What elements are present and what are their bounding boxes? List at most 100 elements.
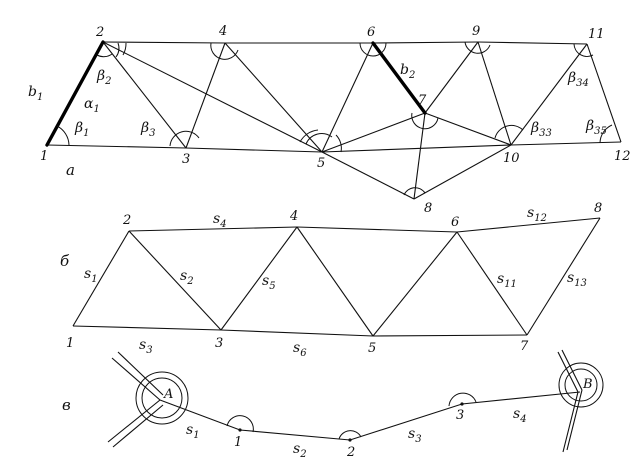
station-b-circle-inner: [564, 368, 598, 402]
edge-7-8: [413, 112, 426, 200]
side-6-7: [456, 231, 528, 336]
angle-arc-5b: [305, 133, 333, 145]
angle-arc-8: [403, 187, 426, 196]
panel-a-triangulation-chain: 1 2 3 4 5 6 7 8 9 10 11 12 b1 α1 β1 β2 β…: [28, 24, 631, 216]
side-6-8: [456, 217, 601, 233]
point-label-b-6: 6: [451, 215, 459, 230]
edge-4-5: [224, 42, 323, 153]
edge-7-10: [424, 112, 512, 146]
side-label-s12: s12: [527, 205, 547, 224]
orientation-line-a-upper: [111, 357, 161, 401]
side-4-5: [296, 226, 374, 337]
orientation-line-b-3: [562, 391, 579, 453]
side-3-5: [220, 329, 374, 337]
side-label-s11: s11: [497, 271, 517, 290]
edge-7-9: [424, 41, 479, 114]
orientation-line-a-lower2: [112, 404, 164, 448]
traverse-angle-2: [338, 430, 362, 440]
panel-b-triangle-chain: 1 2 3 4 5 6 7 8 s1 s2 s3 s4 s5 s6 s11 s1…: [60, 201, 602, 359]
traverse-label-3: 3: [456, 408, 464, 423]
edge-1-3: [46, 144, 187, 149]
angle-arc-2a: [96, 53, 113, 58]
point-label-b-3: 3: [215, 336, 223, 351]
angle-arc-5c: [335, 134, 342, 153]
station-label-a: A: [163, 387, 173, 402]
station-a-circle-inner: [141, 377, 183, 419]
edge-2-3: [102, 41, 187, 149]
side-label-s4: s4: [213, 211, 227, 230]
point-label-b-2: 2: [122, 213, 131, 228]
label-beta1: β1: [74, 120, 89, 139]
side-label-s6: s6: [293, 340, 307, 359]
label-b1: b1: [28, 84, 43, 103]
angle-arc-4: [210, 42, 239, 60]
orientation-line-a-lower: [107, 399, 161, 443]
edge-3-5: [185, 147, 323, 153]
edge-5-10: [321, 144, 512, 153]
orientation-line-b-2: [561, 349, 583, 391]
side-label-s13: s13: [567, 270, 587, 289]
edge-6-9: [372, 41, 479, 44]
edge-8-10: [413, 144, 512, 200]
base-b2: [371, 41, 427, 115]
side-4-6: [296, 226, 458, 233]
point-label-a-1: 1: [40, 149, 48, 164]
panel-c-traverse: A B 1 2 3 s1 s2 s3 s4 в: [62, 349, 604, 460]
side-label-s5: s5: [262, 273, 276, 292]
station-b-circle-outer: [558, 362, 604, 408]
edge-9-11: [477, 41, 588, 45]
point-label-a-9: 9: [472, 24, 480, 39]
side-label-s1: s1: [84, 266, 98, 285]
angle-arc-2c: [122, 42, 127, 56]
point-label-a-3: 3: [182, 152, 190, 167]
point-label-b-1: 1: [66, 336, 74, 351]
traverse-angle-1: [226, 415, 254, 433]
angle-arc-10: [494, 124, 524, 139]
label-alpha1: α1: [84, 96, 100, 115]
angle-arc-2b: [115, 42, 120, 58]
angle-arc-9: [464, 41, 491, 54]
traverse-point-2: [348, 438, 352, 442]
traverse-label-1: 1: [234, 435, 242, 450]
traverse-angle-3: [448, 392, 477, 407]
panel-letter-b: б: [60, 252, 70, 270]
angle-arc-12: [599, 124, 613, 144]
traverse-point-3: [460, 402, 464, 406]
traverse-side-s2: s2: [293, 441, 307, 460]
point-label-a-4: 4: [218, 24, 227, 39]
edge-5-8: [321, 151, 415, 200]
point-label-a-8: 8: [424, 201, 432, 216]
orientation-line-a-upper2: [117, 351, 164, 396]
edge-4-3: [185, 42, 226, 149]
side-3-4: [220, 226, 298, 331]
side-2-4: [128, 226, 298, 232]
station-label-b: B: [582, 377, 593, 392]
label-beta33: β33: [530, 120, 552, 139]
point-label-a-12: 12: [614, 149, 631, 164]
edge-2-4: [102, 41, 226, 44]
traverse-side-s1: s1: [186, 422, 200, 441]
edge-9-10: [477, 41, 512, 146]
edge-2-5: [102, 41, 323, 153]
point-label-b-8: 8: [594, 201, 602, 216]
side-1-2: [72, 230, 130, 327]
side-7-8: [526, 217, 601, 336]
edge-10-12: [510, 141, 622, 146]
traverse-label-2: 2: [346, 445, 355, 460]
side-5-6: [372, 231, 458, 337]
traverse-side-s3: s3: [408, 426, 422, 445]
edge-11-10: [510, 43, 588, 146]
point-label-b-4: 4: [289, 209, 298, 224]
panel-letter-a: а: [66, 161, 75, 179]
label-b2: b2: [400, 62, 415, 81]
side-1-3: [72, 325, 222, 331]
angle-arc-5a: [299, 129, 319, 143]
angle-arc-3: [169, 130, 200, 147]
angle-arc-6: [359, 42, 387, 57]
point-label-a-2: 2: [95, 25, 104, 40]
station-a-circle-outer: [135, 371, 189, 425]
point-label-a-10: 10: [503, 151, 520, 166]
panel-letter-c: в: [62, 396, 71, 414]
